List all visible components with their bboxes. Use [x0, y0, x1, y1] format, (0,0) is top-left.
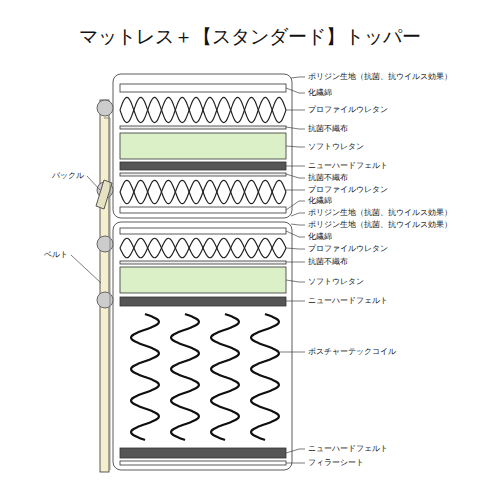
leader-line	[286, 463, 305, 464]
filler-sheet	[120, 461, 286, 465]
fiber-wadding	[120, 84, 286, 92]
fiber-wadding	[120, 207, 286, 213]
nonwoven-sheet	[120, 261, 286, 264]
profile-wave	[120, 238, 286, 257]
part-label: 化繊綿	[308, 196, 332, 206]
leader-line	[87, 176, 100, 190]
topper-cover	[113, 74, 292, 218]
leader-line	[286, 174, 305, 178]
pocket-coil	[171, 314, 199, 440]
part-label: ポリジン生地（抗菌、抗ウイルス効果）	[308, 72, 452, 82]
part-label: ニューハードフェルト	[308, 161, 388, 171]
part-label: プロファイルウレタン	[308, 185, 388, 195]
part-label: 抗菌不織布	[308, 173, 348, 183]
part-label: フィラーシート	[308, 458, 364, 468]
part-label: プロファイルウレタン	[308, 244, 388, 254]
soft-urethane	[120, 267, 286, 293]
leader-line	[286, 166, 305, 167]
part-label: プロファイルウレタン	[308, 105, 388, 115]
part-label: 抗菌不織布	[308, 257, 348, 267]
leader-line	[286, 127, 305, 129]
nonwoven-sheet	[120, 173, 286, 176]
soft-urethane	[120, 133, 286, 159]
leader-line	[286, 248, 305, 249]
pocket-coil	[251, 314, 279, 440]
leader-line	[286, 201, 305, 210]
leader-line	[291, 224, 305, 225]
belt-ring	[97, 292, 113, 308]
part-label: ニューハードフェルト	[308, 444, 388, 454]
pocket-coil	[131, 314, 159, 440]
part-label: ポリジン生地（抗菌、抗ウイルス効果）	[308, 208, 452, 218]
belt-ring	[97, 236, 113, 252]
part-label: ソフトウレタン	[308, 277, 364, 287]
part-label: 抗菌不織布	[308, 124, 348, 134]
nonwoven-sheet	[120, 126, 286, 129]
leader-line	[286, 449, 305, 453]
leader-line	[291, 77, 305, 78]
belt	[100, 100, 109, 472]
leader-line	[286, 231, 305, 237]
part-label: バックル	[52, 171, 84, 181]
pocket-coil	[211, 314, 239, 440]
part-label: ニューハードフェルト	[308, 296, 388, 306]
leader-line	[286, 262, 305, 263]
profile-wave	[120, 97, 286, 122]
title-text: マットレス＋【スタンダード】トッパー	[0, 24, 500, 48]
profile-wave	[120, 180, 286, 203]
part-label: ベルト	[44, 250, 68, 260]
part-label: 化繊綿	[308, 232, 332, 242]
leader-line	[286, 110, 305, 111]
leader-line	[286, 88, 305, 93]
leader-line	[286, 190, 305, 191]
belt-strap	[104, 118, 110, 470]
profile-wave	[120, 97, 286, 122]
part-label: ポリジン生地（抗菌、抗ウイルス効果）	[308, 220, 452, 230]
part-label: 化繊綿	[308, 88, 332, 98]
profile-wave	[120, 238, 286, 257]
leader-line	[71, 255, 101, 283]
hard-felt	[120, 448, 286, 458]
belt-ring	[97, 100, 113, 116]
hard-felt	[120, 297, 286, 306]
hard-felt	[120, 162, 286, 170]
leader-line	[291, 213, 305, 216]
leader-line	[286, 280, 305, 282]
fiber-wadding	[120, 228, 286, 234]
leader-line	[286, 146, 305, 147]
profile-wave	[120, 180, 286, 203]
leader-line	[286, 301, 305, 302]
leader-line	[280, 352, 305, 353]
mattress-cover	[113, 222, 292, 470]
part-label: ソフトウレタン	[308, 142, 364, 152]
part-label: ポスチャーテックコイル	[308, 347, 396, 357]
